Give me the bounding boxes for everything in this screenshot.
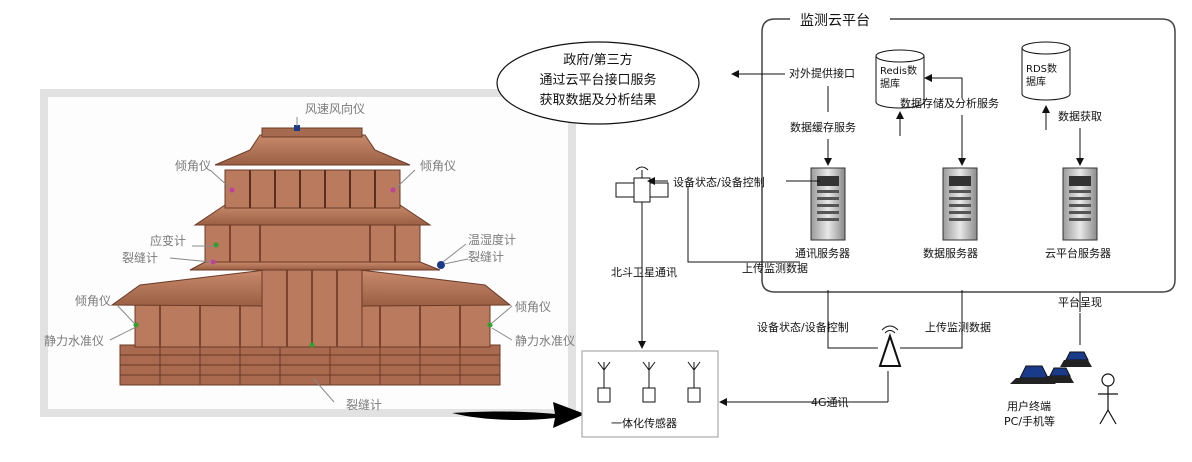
platform-display-label: 平台呈现 xyxy=(1058,295,1102,309)
user-devices-icon xyxy=(1010,351,1092,384)
rds-label-1: RDS数 xyxy=(1026,62,1057,75)
g4-label: 4G通讯 xyxy=(811,396,849,409)
building-to-sensor-arrow xyxy=(452,402,585,428)
label-humidity: 温湿度计 xyxy=(468,232,516,247)
redis-data-link xyxy=(925,77,963,98)
external-interface-label: 对外提供接口 xyxy=(789,66,855,80)
label-crack-bottom: 裂缝计 xyxy=(346,397,382,412)
storage-service-label: 数据存储及分析服务 xyxy=(900,96,999,110)
wind-sensor-marker xyxy=(294,125,300,131)
user-terminal-line-1: 用户终端 xyxy=(1007,399,1051,413)
government-node: 政府/第三方 通过云平台接口服务 获取数据及分析结果 xyxy=(496,41,700,125)
label-tilt-lower-right: 倾角仪 xyxy=(515,300,551,314)
data-server xyxy=(942,167,978,241)
label-strain-gauge: 应变计 xyxy=(150,233,186,248)
beidou-label: 北斗卫星通讯 xyxy=(611,266,677,279)
label-wind-sensor: 风速风向仪 xyxy=(305,101,365,116)
cache-service-label: 数据缓存服务 xyxy=(790,120,856,134)
redis-label-2: 据库 xyxy=(880,77,900,90)
building-illustration: 风速风向仪 倾角仪 倾角仪 应变计 裂缝计 温湿度计 裂缝计 倾角仪 倾角仪 静… xyxy=(40,89,576,417)
cell-tower-icon xyxy=(878,325,902,367)
gov-line-3: 获取数据及分析结果 xyxy=(539,93,656,108)
comm-to-tower-link xyxy=(827,290,878,349)
label-tilt-lower-left: 倾角仪 xyxy=(75,294,111,308)
satellite-upload-link xyxy=(687,186,800,263)
gov-line-2: 通过云平台接口服务 xyxy=(539,72,656,88)
label-level-left: 静力水准仪 xyxy=(44,334,104,348)
label-level-right: 静力水准仪 xyxy=(515,334,575,348)
rds-database: RDS数 据库 xyxy=(1021,41,1071,101)
redis-database: Redis数 据库 xyxy=(875,49,925,109)
label-crack-left: 裂缝计 xyxy=(122,250,158,265)
label-crack-right: 裂缝计 xyxy=(468,249,504,264)
satellite-icon xyxy=(615,166,669,203)
tower-to-data-link xyxy=(900,290,963,349)
cloud-platform-frame: 监测云平台 xyxy=(761,13,1176,293)
upload-top-label: 上传监测数据 xyxy=(742,261,808,275)
comm-server-label: 通讯服务器 xyxy=(795,247,850,260)
comm-server xyxy=(810,167,846,241)
user-figure-icon xyxy=(1098,373,1118,425)
cloud-server xyxy=(1062,167,1098,241)
cloud-server-label: 云平台服务器 xyxy=(1045,246,1111,260)
integrated-sensor: 一体化传感器 xyxy=(581,350,719,438)
redis-label-1: Redis数 xyxy=(880,64,917,77)
platform-title: 监测云平台 xyxy=(800,13,870,29)
upload-bottom-label: 上传监测数据 xyxy=(925,320,991,334)
data-fetch-label: 数据获取 xyxy=(1058,109,1102,123)
device-status-top-label: 设备状态/设备控制 xyxy=(673,175,765,189)
sensor-box-label: 一体化传感器 xyxy=(611,416,677,430)
rds-label-2: 据库 xyxy=(1026,75,1046,88)
user-terminal-line-2: PC/手机等 xyxy=(1004,414,1055,428)
data-server-label: 数据服务器 xyxy=(923,246,978,260)
device-status-mid-label: 设备状态/设备控制 xyxy=(757,320,849,334)
gov-line-1: 政府/第三方 xyxy=(563,52,632,68)
label-tilt-upper-right: 倾角仪 xyxy=(420,159,456,173)
label-tilt-upper-left: 倾角仪 xyxy=(175,159,211,173)
